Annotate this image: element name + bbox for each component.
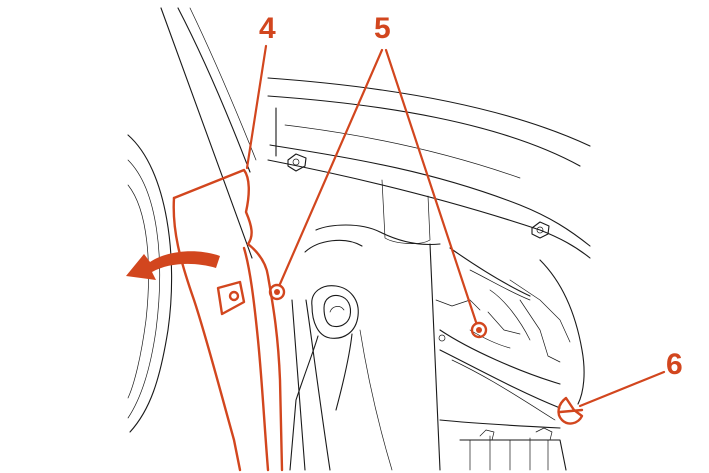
leader-line-4 — [245, 44, 268, 170]
callout-5: 5 — [374, 12, 391, 45]
clip-fastener-icon — [470, 321, 488, 339]
grommet — [289, 285, 359, 471]
hex-bolt-right — [531, 221, 550, 239]
clip-fastener-icon — [268, 283, 286, 301]
retaining-clip-icon — [557, 396, 584, 425]
fender-liner-part — [172, 168, 284, 472]
pillar-edges — [160, 7, 257, 259]
inner-panel — [291, 224, 585, 471]
leader-lines-5 — [278, 48, 478, 324]
hex-bolt-left — [287, 153, 307, 172]
lower-bracket — [459, 427, 567, 471]
fender-lip — [267, 77, 591, 259]
callout-6: 6 — [666, 348, 683, 381]
curved-arrow-left-icon — [126, 251, 220, 280]
callout-4: 4 — [259, 12, 276, 45]
tire-outline — [127, 134, 173, 433]
leader-line-6 — [578, 370, 666, 408]
